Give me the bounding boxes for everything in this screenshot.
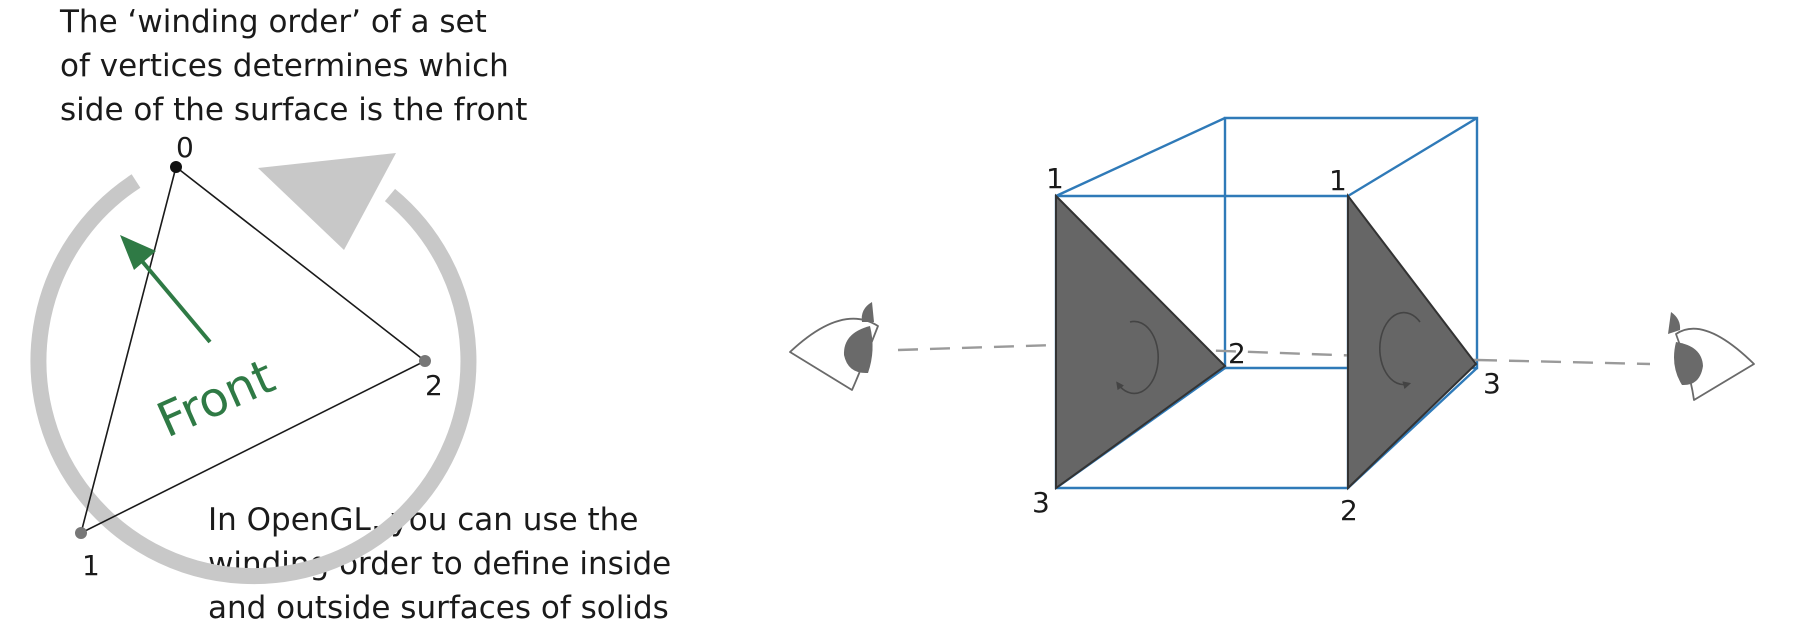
right-face [1347,193,1478,491]
left-face [1055,193,1227,490]
left-face-vertex-3: 3 [1032,486,1050,519]
caption-bottom-line-3: and outside surfaces of solids [208,590,669,626]
front-arrow-icon [120,235,212,344]
caption-top-line-1: The ‘winding order’ of a set [60,4,487,40]
left-face-vertex-1: 1 [1046,162,1064,195]
vertex-label-2: 2 [425,369,443,402]
caption-top-line-3: side of the surface is the front [60,92,528,128]
vertex-0-dot [170,161,182,173]
caption-top-line-2: of vertices determines which [60,48,509,84]
sight-lines [897,343,1651,366]
eye-right-icon [1668,312,1755,401]
vertex-1-dot [75,527,87,539]
caption-top: The ‘winding order’ of a set of vertices… [60,0,527,132]
vertex-2-dot [419,355,431,367]
right-face-vertex-1: 1 [1329,164,1347,197]
caption-bottom-line-1: In OpenGL, you can use the [208,502,639,538]
right-face-vertex-2: 2 [1340,494,1358,527]
right-face-vertex-3: 3 [1483,367,1501,400]
eye-left-icon [789,302,879,391]
vertex-label-1: 1 [82,549,100,582]
vertex-label-0: 0 [176,131,194,164]
winding-triangle [75,161,431,539]
left-face-vertex-2: 2 [1228,337,1246,370]
front-label: Front [149,348,283,449]
winding-arrow-icon [30,153,477,585]
